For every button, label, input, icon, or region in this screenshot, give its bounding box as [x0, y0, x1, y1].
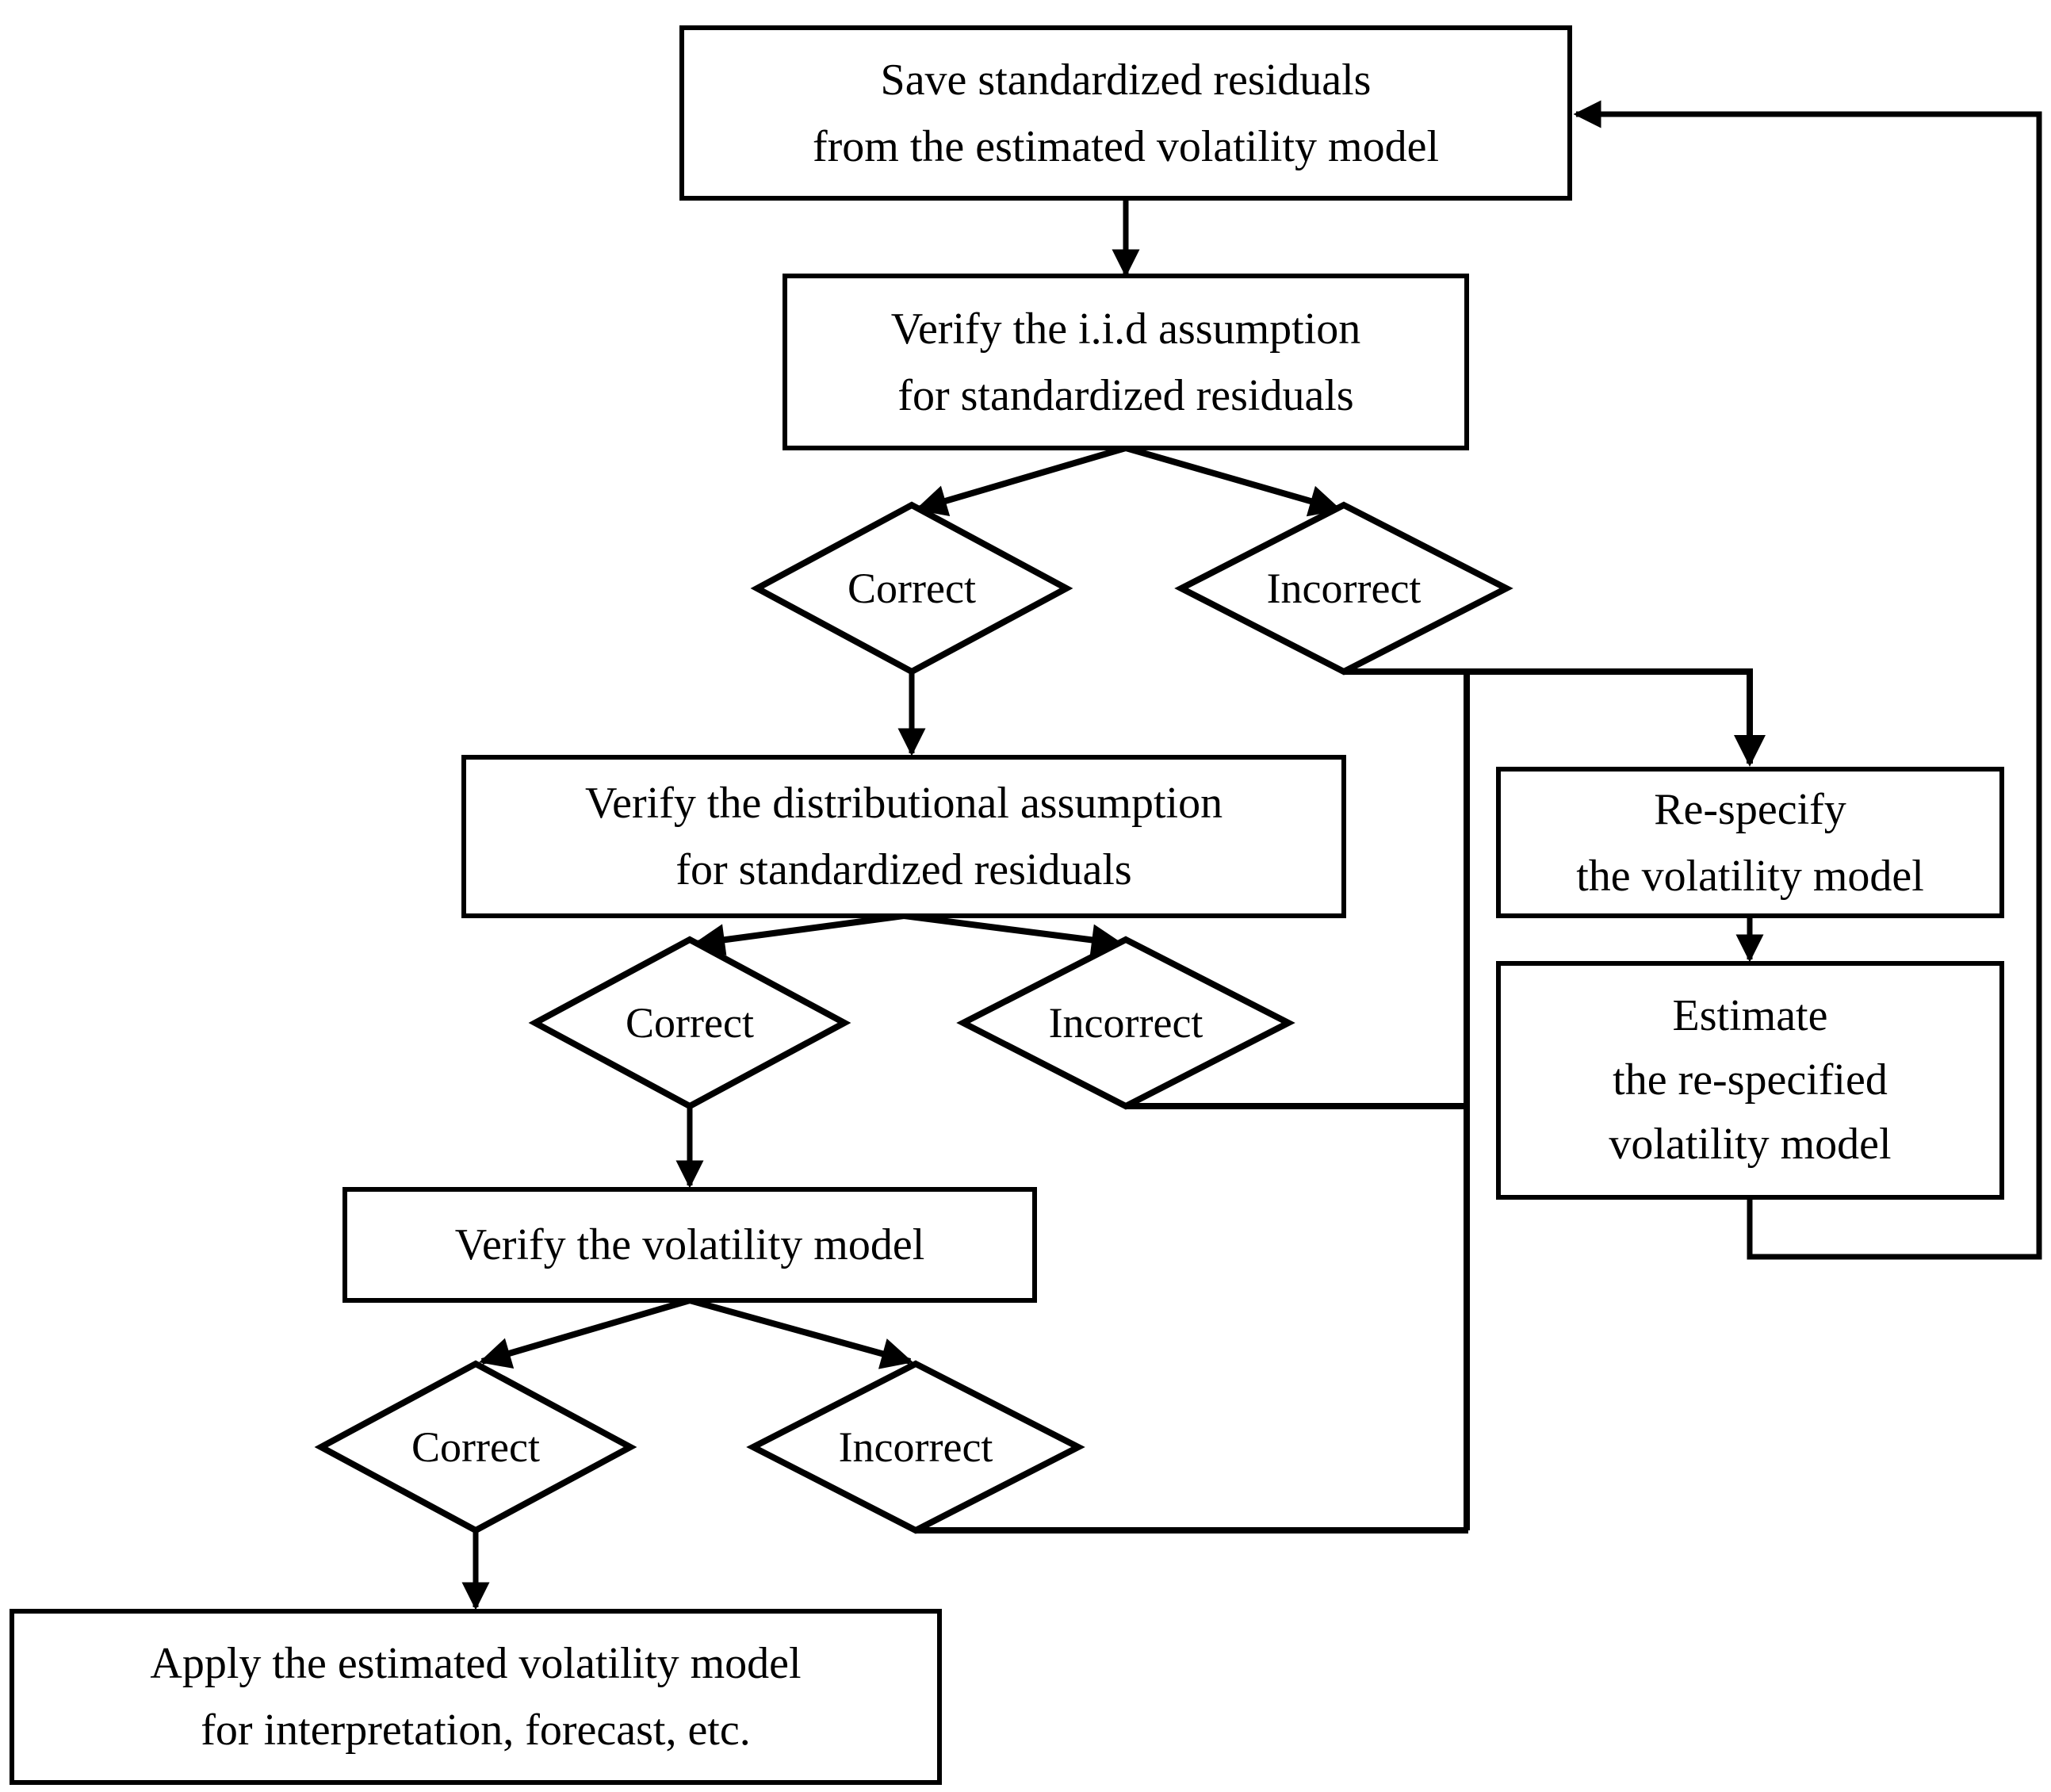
respecify-box	[1496, 767, 2004, 918]
correct-iid-diamond	[750, 501, 1073, 676]
respecify-box-label: Re-specify the volatility model	[1498, 769, 2002, 916]
incorrect-dist-diamond	[956, 936, 1295, 1110]
correct-iid-text: Correct	[848, 565, 976, 612]
arrow-incorrect-iid-to-respecify	[1344, 668, 1766, 767]
arrow-verify-iid-to-incorrect	[1124, 445, 1341, 517]
incorrect-iid-label: Incorrect	[1181, 505, 1506, 672]
incorrect-dist-label: Incorrect	[963, 940, 1288, 1106]
arrow-verify-vol-to-correct	[479, 1297, 691, 1369]
verify-iid-line-2: for standardized residuals	[897, 370, 1354, 420]
correct-vol-diamond	[314, 1360, 637, 1534]
verify-dist-box-label: Verify the distributional assumption for…	[464, 757, 1344, 916]
arrow-verify-dist-to-correct	[693, 913, 905, 956]
save-box-line-2: from the estimated volatility model	[812, 121, 1440, 171]
incorrect-vol-label: Incorrect	[753, 1364, 1078, 1530]
arrow-verify-vol-to-incorrect	[688, 1297, 913, 1369]
incorrect-vol-text: Incorrect	[838, 1423, 993, 1471]
incorrect-dist-text: Incorrect	[1048, 999, 1203, 1047]
correct-vol-label: Correct	[321, 1364, 630, 1530]
correct-dist-diamond	[528, 936, 851, 1110]
save-box-label: Save standardized residuals from the est…	[682, 28, 1570, 198]
verify-dist-line-1: Verify the distributional assumption	[584, 779, 1223, 828]
estimate-box	[1496, 961, 2004, 1200]
correct-iid-label: Correct	[757, 505, 1066, 672]
incorrect-iid-text: Incorrect	[1266, 565, 1422, 612]
verify-dist-box	[461, 755, 1346, 918]
apply-line-1: Apply the estimated volatility model	[150, 1639, 802, 1688]
arrow-verify-iid-to-correct	[915, 445, 1127, 517]
estimate-line-2: the re-specified	[1613, 1055, 1888, 1105]
verify-iid-box-label: Verify the i.i.d assumption for standard…	[785, 276, 1467, 448]
estimate-box-label: Estimate the re-specified volatility mod…	[1498, 963, 2002, 1197]
verify-vol-line-1: Verify the volatility model	[454, 1220, 925, 1269]
apply-line-2: for interpretation, forecast, etc.	[201, 1706, 751, 1755]
verify-iid-box	[783, 274, 1469, 450]
verify-vol-box-label: Verify the volatility model	[345, 1189, 1035, 1300]
save-box-line-1: Save standardized residuals	[880, 55, 1372, 105]
apply-box	[10, 1609, 942, 1785]
respecify-line-2: the volatility model	[1576, 851, 1924, 901]
respecify-line-1: Re-specify	[1654, 784, 1846, 834]
apply-box-label: Apply the estimated volatility model for…	[12, 1611, 939, 1782]
arrow-verify-dist-to-incorrect	[903, 913, 1123, 956]
verify-dist-line-2: for standardized residuals	[675, 845, 1132, 894]
save-box	[679, 25, 1572, 201]
verify-vol-box	[342, 1187, 1037, 1303]
incorrect-iid-diamond	[1174, 501, 1513, 676]
correct-dist-label: Correct	[535, 940, 844, 1106]
arrow-estimate-loop-to-save	[1573, 100, 2042, 1260]
estimate-line-3: volatility model	[1609, 1120, 1892, 1170]
correct-dist-text: Correct	[626, 999, 754, 1047]
incorrect-vol-diamond	[746, 1360, 1085, 1534]
estimate-line-1: Estimate	[1672, 990, 1828, 1040]
verify-iid-line-1: Verify the i.i.d assumption	[890, 304, 1361, 354]
correct-vol-text: Correct	[411, 1423, 540, 1471]
